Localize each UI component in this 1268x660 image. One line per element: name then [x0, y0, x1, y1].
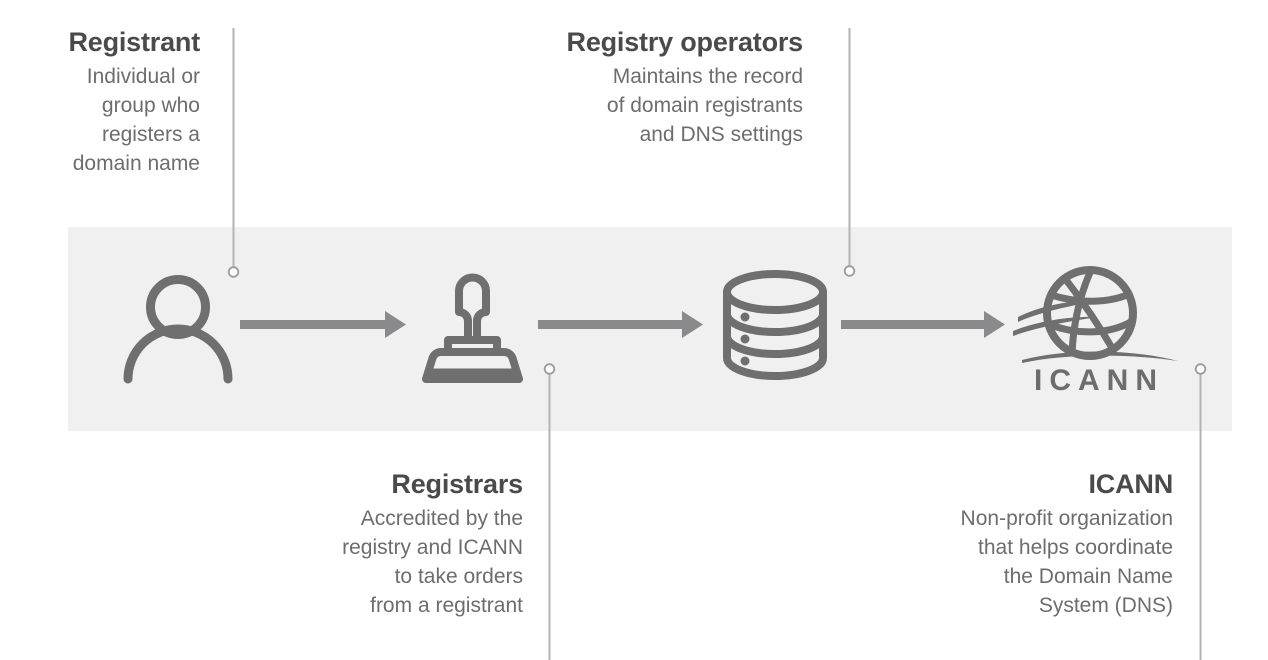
callout-registrars: Registrars Accredited by the registry an…: [260, 468, 523, 620]
callout-registrant: Registrant Individual or group who regis…: [0, 26, 200, 178]
callout-registry-operators-desc: Maintains the record of domain registran…: [606, 65, 803, 146]
callout-icann-desc: Non-profit organization that helps coord…: [960, 507, 1173, 617]
process-band: [68, 227, 1232, 431]
callout-registry-operators-title: Registry operators: [566, 27, 804, 57]
callout-icann: ICANN Non-profit organization that helps…: [840, 468, 1174, 620]
callout-registrant-title: Registrant: [68, 27, 200, 57]
callout-registry-operators: Registry operators Maintains the record …: [440, 26, 804, 149]
callout-registrars-desc: Accredited by the registry and ICANN to …: [342, 507, 523, 617]
callout-icann-title: ICANN: [1088, 469, 1174, 499]
callout-registrant-desc: Individual or group who registers a doma…: [72, 65, 200, 175]
callout-registrars-title: Registrars: [391, 469, 523, 499]
